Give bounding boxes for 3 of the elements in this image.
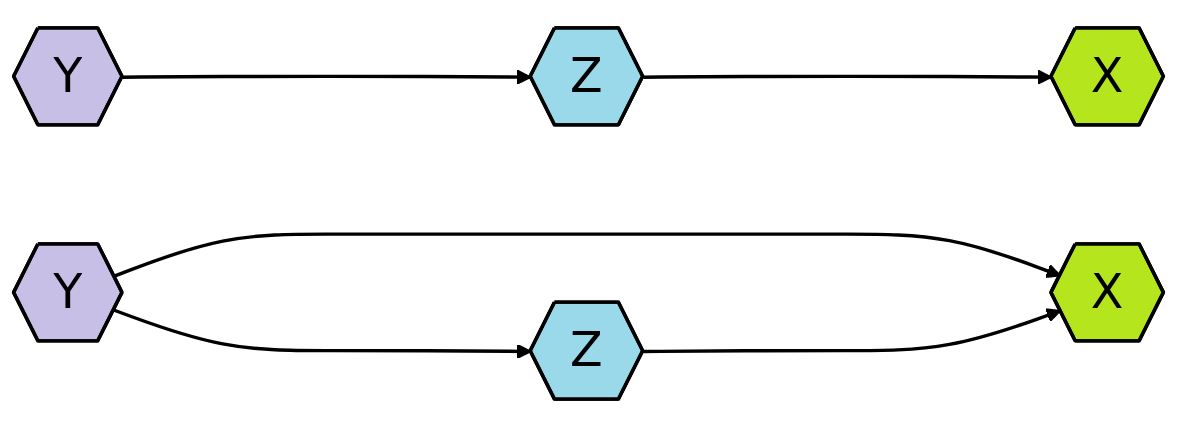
- arrow: [122, 69, 532, 85]
- arrow: [643, 69, 1053, 85]
- arrow: [643, 308, 1062, 354]
